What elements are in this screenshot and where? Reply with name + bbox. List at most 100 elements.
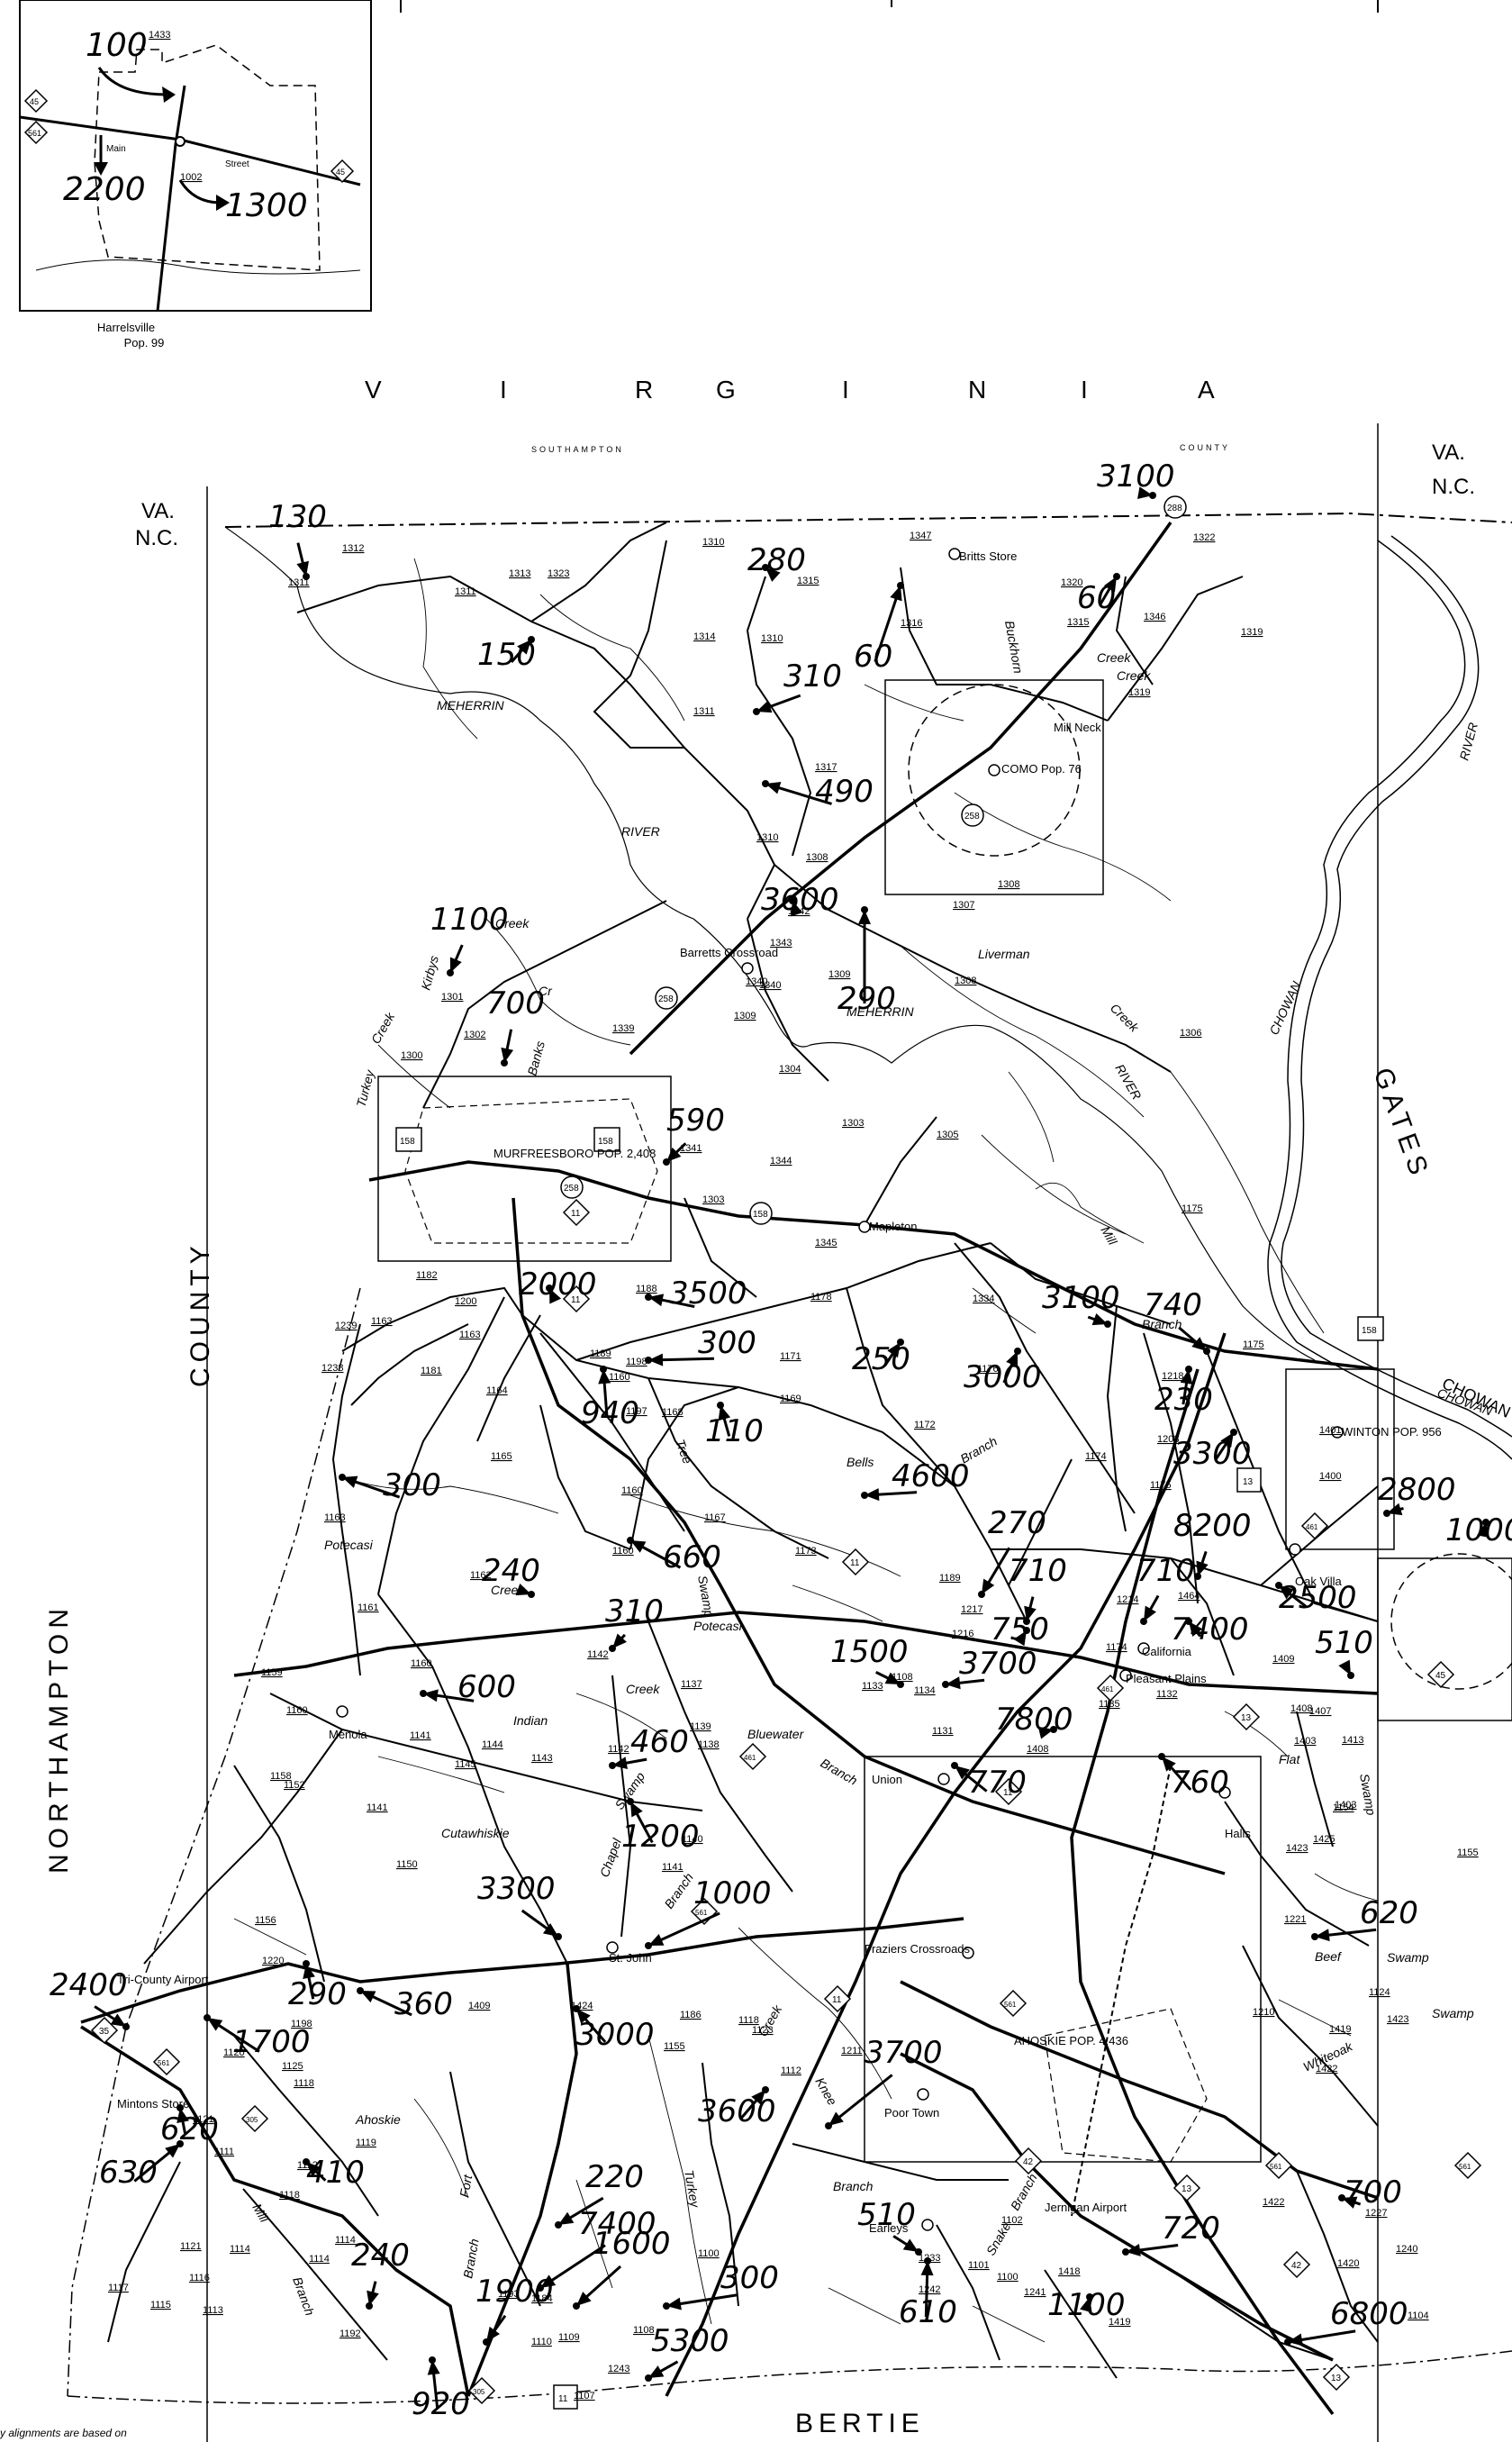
route-number-1118: 1118 bbox=[738, 2015, 759, 2026]
route-number-1188: 1188 bbox=[636, 1284, 657, 1294]
inset-shield-45-right: 45 bbox=[330, 159, 355, 184]
place-winton: WINTON POP. 956 bbox=[1342, 1425, 1442, 1439]
traffic-count-value: 1900 bbox=[475, 2274, 554, 2310]
count-station-dot bbox=[573, 2005, 580, 2012]
traffic-count-59: 3600 bbox=[698, 2086, 776, 2129]
traffic-arrow-head bbox=[540, 2274, 557, 2288]
traffic-arrow-shaft bbox=[215, 2022, 260, 2053]
traffic-count-value: 630 bbox=[99, 2155, 158, 2191]
traffic-count-value: 490 bbox=[815, 774, 874, 810]
route-number-1131: 1131 bbox=[932, 1726, 954, 1737]
inset-arrow-2200 bbox=[94, 135, 108, 176]
svg-text:561: 561 bbox=[695, 1909, 708, 1917]
shield-42-a: 42 bbox=[1014, 2147, 1043, 2175]
traffic-count-value: 1000 bbox=[693, 1875, 772, 1911]
route-number-1346: 1346 bbox=[1144, 612, 1165, 622]
route-number-1118: 1118 bbox=[294, 2078, 314, 2089]
creek-turkey-label: Creek bbox=[368, 1009, 398, 1046]
creek-cutawhiskie-swamp: Swamp bbox=[611, 1769, 647, 1812]
traffic-count-value: 770 bbox=[968, 1765, 1027, 1801]
svg-text:561: 561 bbox=[158, 2059, 170, 2067]
creek-chapel-branch: Branch bbox=[661, 1870, 696, 1911]
traffic-arrow-shaft bbox=[1182, 1379, 1189, 1405]
route-number-1132: 1132 bbox=[1156, 1689, 1178, 1700]
svg-text:561: 561 bbox=[1459, 2163, 1471, 2171]
va-label-left: VA. bbox=[141, 499, 175, 523]
traffic-count-value: 4600 bbox=[892, 1458, 970, 1494]
route-number-1340: 1340 bbox=[759, 980, 781, 991]
traffic-arrow-shaft bbox=[657, 1911, 720, 1943]
route-number-1108: 1108 bbox=[892, 1672, 913, 1683]
svg-text:11: 11 bbox=[832, 1995, 842, 2005]
traffic-count-43: 7800 bbox=[995, 1702, 1073, 1739]
svg-text:461: 461 bbox=[744, 1754, 756, 1762]
count-station-dot bbox=[924, 2257, 931, 2265]
traffic-count-2: 280 bbox=[747, 542, 806, 582]
traffic-count-value: 240 bbox=[482, 1553, 540, 1589]
svg-text:305: 305 bbox=[246, 2116, 258, 2124]
svg-text:42: 42 bbox=[1291, 2261, 1302, 2271]
traffic-arrow-head bbox=[1387, 1502, 1403, 1516]
route-number-1172: 1172 bbox=[914, 1420, 936, 1430]
traffic-arrow-head bbox=[765, 781, 782, 794]
count-station-dot bbox=[1113, 573, 1120, 580]
count-station-dot bbox=[942, 1681, 949, 1688]
traffic-count-53: 1700 bbox=[204, 2014, 311, 2060]
traffic-count-value: 3600 bbox=[698, 2093, 776, 2129]
traffic-count-49: 620 bbox=[1311, 1895, 1418, 1942]
northampton-county-line bbox=[67, 1287, 361, 2397]
inset-map: 100 2200 1300 1433 561 45 45 1002 Main S… bbox=[19, 0, 372, 350]
route-number-1160: 1160 bbox=[411, 1658, 432, 1669]
traffic-arrow-head bbox=[576, 2009, 591, 2024]
traffic-arrow-shaft bbox=[656, 2360, 679, 2374]
traffic-arrow-shaft bbox=[676, 2293, 738, 2306]
va-nc-state-line bbox=[224, 512, 1512, 528]
count-station-dot bbox=[627, 1798, 634, 1805]
traffic-count-25: 660 bbox=[627, 1537, 721, 1575]
route-number-1243: 1243 bbox=[608, 2364, 629, 2374]
place-mill-neck: Mill Neck bbox=[1054, 721, 1101, 734]
shield-158-murf: 158 bbox=[395, 1127, 422, 1152]
traffic-count-67: 700 bbox=[1338, 2174, 1402, 2211]
place-mintons-store: Mintons Store bbox=[117, 2097, 189, 2111]
route-number-1302: 1302 bbox=[464, 1030, 485, 1040]
route-number-1309: 1309 bbox=[828, 969, 850, 980]
creek-bells: Bells bbox=[847, 1455, 874, 1469]
creek-turkey-2: Turkey bbox=[682, 2169, 702, 2210]
traffic-count-70: 610 bbox=[899, 2257, 957, 2330]
traffic-arrow-head bbox=[828, 2111, 844, 2126]
traffic-count-21: 740 bbox=[1144, 1287, 1210, 1355]
traffic-arrow-shaft bbox=[521, 1909, 551, 1932]
traffic-arrow-head bbox=[306, 2162, 321, 2177]
traffic-arrow-shaft bbox=[491, 2314, 507, 2335]
route-number-1418: 1418 bbox=[1058, 2266, 1080, 2277]
traffic-count-20: 3100 bbox=[1042, 1280, 1120, 1328]
traffic-count-value: 240 bbox=[351, 2238, 410, 2274]
creek-fort-branch: Branch bbox=[460, 2238, 481, 2280]
traffic-arrow-head bbox=[360, 1991, 376, 2003]
traffic-count-value: 290 bbox=[837, 981, 896, 1017]
shield-13-c: 13 bbox=[1322, 2363, 1351, 2392]
route-number-1176: 1176 bbox=[977, 1364, 999, 1375]
traffic-count-51: 290 bbox=[288, 1960, 347, 2012]
traffic-arrow-head bbox=[558, 2211, 575, 2225]
traffic-count-50: 2400 bbox=[50, 1967, 130, 2030]
bertie-county-line bbox=[67, 2350, 1512, 2404]
creek-snake-branch: Branch bbox=[1008, 2171, 1040, 2213]
traffic-arrow-shaft bbox=[94, 2005, 118, 2022]
svg-text:561: 561 bbox=[1270, 2163, 1282, 2171]
traffic-count-68: 300 bbox=[663, 2260, 779, 2310]
place-oak-villa: Oak Villa bbox=[1295, 1575, 1343, 1588]
count-station-dot bbox=[861, 906, 868, 913]
route-number-1211: 1211 bbox=[841, 2046, 863, 2056]
svg-text:45: 45 bbox=[1435, 1671, 1446, 1681]
route-number-1124: 1124 bbox=[1369, 1987, 1390, 1998]
route-number-1400: 1400 bbox=[1319, 1471, 1341, 1482]
count-station-dot bbox=[1185, 1366, 1192, 1373]
inset-arrow-100 bbox=[97, 67, 176, 103]
creek-mill-branch-1: Branch bbox=[290, 2275, 317, 2318]
secondary-roads bbox=[107, 522, 1379, 2379]
traffic-arrow-shaft bbox=[306, 1974, 315, 2000]
svg-text:258: 258 bbox=[658, 994, 674, 1004]
traffic-count-value: 750 bbox=[991, 1611, 1049, 1648]
